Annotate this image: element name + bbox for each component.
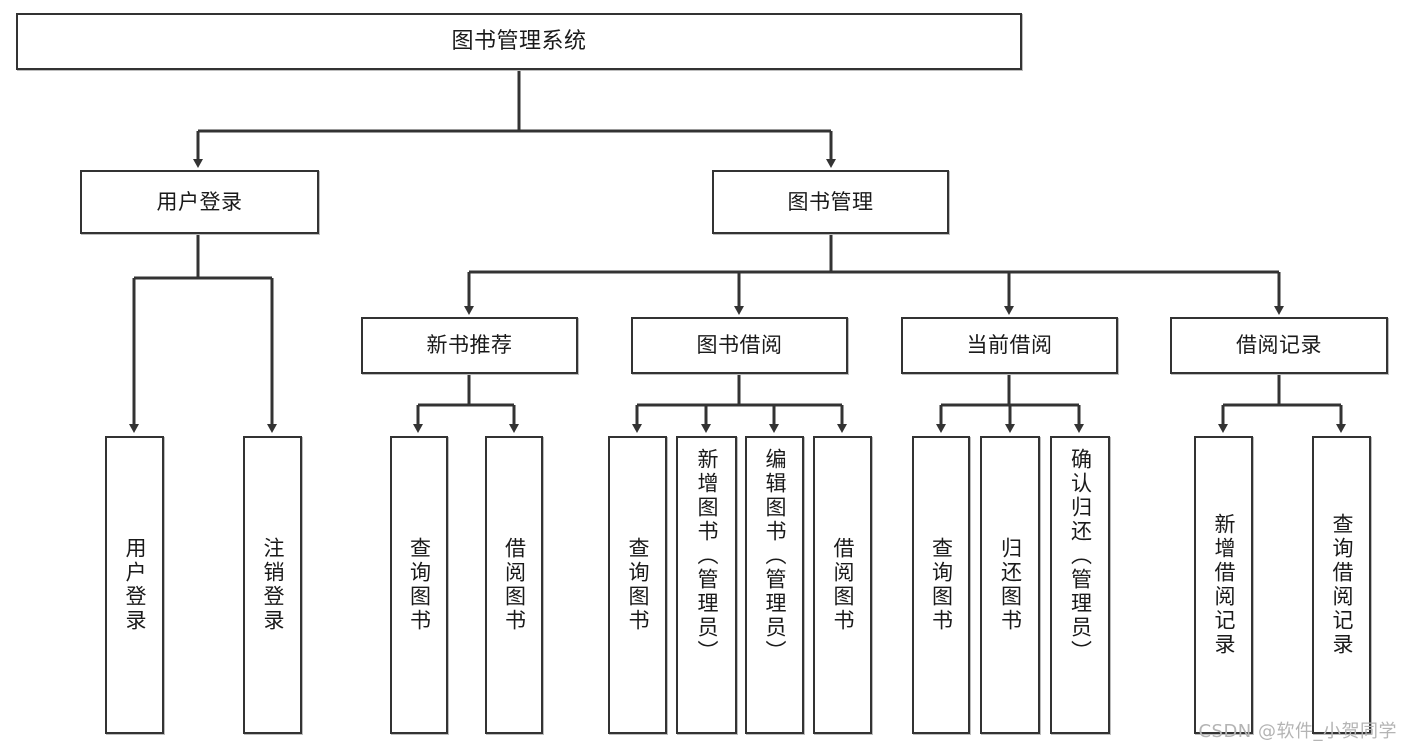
leaf-logout-login[interactable]: 注销登录 (243, 436, 302, 734)
node-label: 新书推荐 (426, 333, 513, 358)
leaf-return-book[interactable]: 归还图书 (980, 436, 1040, 734)
node-root-system[interactable]: 图书管理系统 (16, 13, 1022, 70)
node-label: 借阅记录 (1236, 333, 1322, 358)
node-label: 查询图书 (626, 537, 651, 633)
csdn-watermark: CSDN @软件_小贺同学 (1198, 721, 1397, 742)
node-label: 图书管理系统 (451, 28, 587, 54)
node-label: 用户登录 (156, 189, 243, 214)
leaf-query-book-current[interactable]: 查询图书 (912, 436, 970, 734)
node-label: 查询图书 (929, 537, 954, 633)
node-book-management[interactable]: 图书管理 (712, 170, 949, 234)
node-new-book-recommend[interactable]: 新书推荐 (361, 317, 578, 374)
node-user-login[interactable]: 用户登录 (80, 170, 319, 234)
leaf-confirm-return-admin[interactable]: 确认归还（管理员） (1050, 436, 1110, 734)
node-label: 查询借阅记录 (1330, 513, 1355, 657)
node-label: 借阅图书 (502, 537, 527, 633)
node-label: 用户登录 (123, 537, 148, 633)
node-book-borrow[interactable]: 图书借阅 (631, 317, 848, 374)
leaf-query-book-recommend[interactable]: 查询图书 (390, 436, 448, 734)
node-borrow-record[interactable]: 借阅记录 (1170, 317, 1388, 374)
node-label: 归还图书 (998, 537, 1023, 633)
node-label: 新增借阅记录 (1212, 513, 1237, 657)
node-current-borrow[interactable]: 当前借阅 (901, 317, 1118, 374)
leaf-borrow-book-recommend[interactable]: 借阅图书 (485, 436, 543, 734)
node-label: 确认归还（管理员） (1068, 448, 1093, 664)
leaf-edit-book-admin[interactable]: 编辑图书（管理员） (745, 436, 804, 734)
leaf-add-book-admin[interactable]: 新增图书（管理员） (676, 436, 737, 734)
node-label: 图书借阅 (696, 333, 783, 358)
leaf-add-borrow-record[interactable]: 新增借阅记录 (1194, 436, 1253, 734)
node-label: 编辑图书（管理员） (763, 448, 788, 664)
leaf-query-borrow-record[interactable]: 查询借阅记录 (1312, 436, 1371, 734)
leaf-borrow-book[interactable]: 借阅图书 (813, 436, 872, 734)
node-label: 借阅图书 (831, 537, 856, 633)
node-label: 查询图书 (407, 537, 432, 633)
node-label: 图书管理 (787, 189, 874, 214)
leaf-query-book-borrow[interactable]: 查询图书 (608, 436, 667, 734)
node-label: 新增图书（管理员） (695, 448, 720, 664)
node-label: 注销登录 (261, 537, 286, 633)
leaf-user-login[interactable]: 用户登录 (105, 436, 164, 734)
node-label: 当前借阅 (966, 333, 1053, 358)
